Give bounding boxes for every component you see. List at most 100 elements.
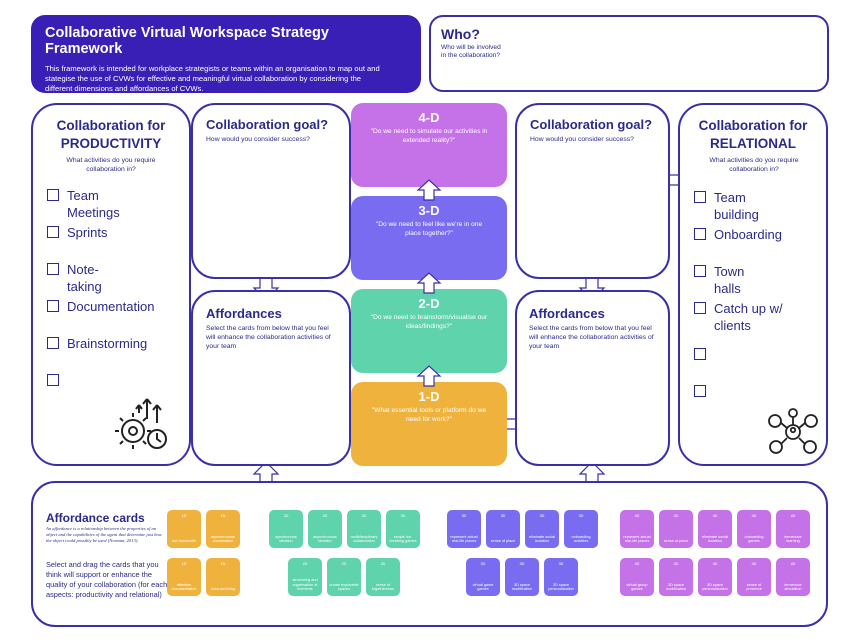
card-dimension: 4D — [634, 514, 640, 518]
relational-panel: Collaboration for RELATIONAL What activi… — [678, 103, 828, 466]
page-title: Collaborative Virtual Workspace Strategy… — [45, 25, 329, 57]
dimension-question: "Do we need to feel like we're in one pl… — [375, 221, 483, 237]
card-dimension: 2D — [380, 562, 386, 566]
goal-left-subtitle: How would you consider success? — [206, 136, 310, 143]
affordance-card[interactable]: 1D data archiving — [206, 558, 240, 596]
card-dimension: 3D — [578, 514, 584, 518]
goal-left-title: Collaboration goal? — [206, 117, 329, 132]
checklist-item[interactable]: Note-taking — [47, 261, 102, 295]
card-dimension: 3D — [519, 562, 525, 566]
checkbox[interactable] — [47, 300, 59, 312]
affordances-left-panel[interactable]: Affordances Select the cards from below … — [191, 290, 351, 466]
card-dimension: 3D — [480, 562, 486, 566]
checklist-item[interactable] — [694, 383, 714, 397]
card-dimension: 1D — [220, 562, 226, 566]
affordance-card[interactable]: 2D structuring and organisation of elemen… — [288, 558, 322, 596]
dimension-2d[interactable]: 2-D "Do we need to brainstorm/visualise … — [351, 289, 507, 373]
dimension-3d[interactable]: 3-D "Do we need to feel like we're in on… — [351, 196, 507, 280]
productivity-title-line2: PRODUCTIVITY — [60, 136, 162, 151]
checkbox[interactable] — [694, 265, 706, 277]
card-label: onboarding games — [744, 534, 764, 544]
checklist-item[interactable]: Documentation — [47, 298, 154, 315]
dimension-1d[interactable]: 1-D "What essential tools or platform do… — [351, 382, 507, 466]
card-dimension: 2D — [361, 514, 367, 518]
card-dimension: 2D — [302, 562, 308, 566]
checklist-item[interactable]: Team Meetings — [47, 187, 120, 221]
checkbox[interactable] — [47, 226, 59, 238]
checklist-item[interactable]: Brainstorming — [47, 335, 147, 352]
checkbox[interactable] — [47, 337, 59, 349]
checklist-item[interactable]: Onboarding — [694, 226, 782, 243]
relational-subtitle: What activities do you require collabora… — [709, 157, 799, 173]
who-title: Who? — [441, 26, 480, 42]
affordance-cards-panel: Affordance cards An affordance is a rela… — [31, 481, 828, 627]
checklist-item[interactable]: Town halls — [694, 263, 744, 297]
affordances-right-panel[interactable]: Affordances Select the cards from below … — [515, 290, 670, 466]
who-panel[interactable]: Who? Who will be involved in the collabo… — [429, 15, 829, 92]
checkbox[interactable] — [47, 374, 59, 386]
checkbox[interactable] — [694, 348, 706, 360]
checklist-item[interactable] — [694, 346, 714, 360]
card-dimension: 4D — [712, 562, 718, 566]
card-label: 3D space modification — [511, 582, 533, 592]
dimension-4d[interactable]: 4-D "Do we need to simulate our activiti… — [351, 103, 507, 187]
framework-header: Collaborative Virtual Workspace Strategy… — [31, 15, 421, 93]
card-dimension: 3D — [558, 562, 564, 566]
people-network-icon — [768, 408, 818, 454]
checkbox[interactable] — [47, 189, 59, 201]
checkbox[interactable] — [47, 263, 59, 275]
dimension-name: 1-D — [418, 389, 440, 404]
affordance-card[interactable]: 3D 3D space modification — [505, 558, 539, 596]
dimension-question: "Do we need to simulate our activities i… — [370, 128, 488, 144]
relational-title-line1: Collaboration for — [698, 118, 808, 133]
card-label: sense of place — [663, 539, 689, 544]
card-label: onboarding activities — [571, 534, 591, 544]
card-dimension: 2D — [283, 514, 289, 518]
arrow-up-icon — [416, 179, 442, 201]
card-label: virtual group games — [626, 582, 648, 592]
goal-left-panel[interactable]: Collaboration goal? How would you consid… — [191, 103, 351, 279]
card-label: structuring and organisation of elements — [292, 578, 318, 592]
checkbox[interactable] — [694, 191, 706, 203]
card-label: data archiving — [211, 587, 235, 592]
card-dimension: 4D — [751, 562, 757, 566]
productivity-panel: Collaboration for PRODUCTIVITY What acti… — [31, 103, 191, 466]
card-dimension: 4D — [790, 514, 796, 518]
checkbox[interactable] — [694, 302, 706, 314]
affordance-card[interactable]: 3D onboarding activities — [564, 510, 598, 548]
checklist-item[interactable]: Sprints — [47, 224, 107, 241]
checklist-item[interactable] — [47, 372, 67, 386]
card-label: simple ice-breaking games — [389, 534, 417, 544]
card-label: 3D space modification — [665, 582, 687, 592]
checkbox[interactable] — [694, 228, 706, 240]
cards-instructions: Select and drag the cards that you think… — [46, 560, 168, 599]
checklist-item[interactable]: Team building — [694, 189, 759, 223]
goal-right-panel[interactable]: Collaboration goal? How would you consid… — [515, 103, 670, 279]
checkbox[interactable] — [694, 385, 706, 397]
checklist-item[interactable]: Catch up w/ clients — [694, 300, 804, 334]
